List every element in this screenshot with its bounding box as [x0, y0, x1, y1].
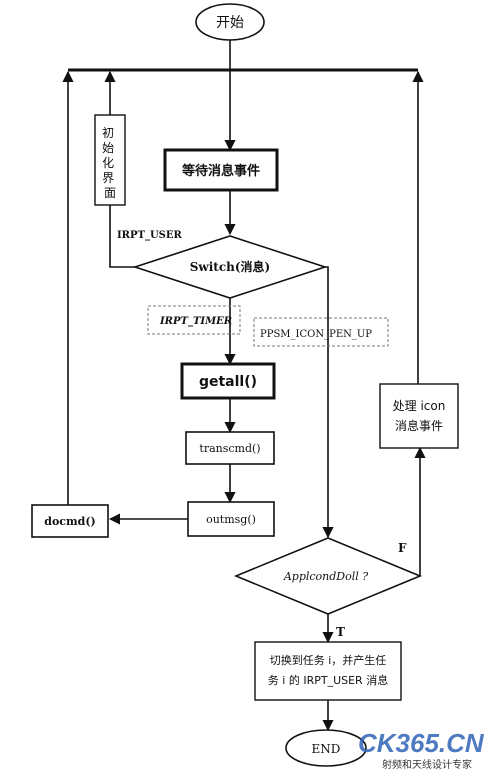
wait-event-label: 等待消息事件 [181, 163, 260, 179]
node-getall: getall() [180, 362, 276, 400]
init-char-5: 面 [104, 186, 116, 200]
init-char-2: 始 [102, 141, 114, 155]
node-start: 开始 [195, 3, 265, 41]
node-decision: ApplcondDoll ? [233, 537, 423, 615]
label-false: F [398, 541, 407, 555]
outmsg-label: outmsg() [206, 513, 256, 526]
decision-label: ApplcondDoll ? [283, 570, 368, 583]
node-init-interface: 初 始 化 界 面 [94, 114, 126, 206]
label-pen-up: PPSM_ICON_PEN_UP [260, 329, 372, 340]
switch-task-line1: 切换到任务 i，并产生任 [270, 653, 387, 667]
switch-label: Switch(消息) [190, 259, 271, 274]
docmd-label: docmd() [44, 515, 95, 528]
node-docmd: docmd() [31, 504, 109, 538]
init-char-4: 界 [102, 171, 114, 185]
node-transcmd: transcmd() [185, 431, 275, 465]
handle-icon-line1: 处理 icon [393, 399, 446, 413]
irpt-timer-frame [147, 305, 241, 335]
label-true: T [336, 625, 345, 639]
node-switch: Switch(消息) [132, 235, 328, 299]
label-frames [147, 305, 389, 347]
watermark-caption: 射频和天线设计专家 [382, 758, 472, 771]
label-irpt-user: IRPT_USER [117, 230, 183, 241]
handle-icon-line2: 消息事件 [395, 418, 443, 433]
getall-label: getall() [199, 374, 257, 390]
node-outmsg: outmsg() [187, 501, 275, 537]
connectors [62, 40, 426, 732]
init-char-3: 化 [102, 156, 114, 170]
start-label: 开始 [216, 15, 244, 31]
watermark-logo: CK365.CN [358, 728, 485, 758]
end-label: END [312, 742, 341, 756]
edge-switch-to-init [109, 205, 135, 268]
edge-switch-to-decision [322, 266, 334, 539]
label-irpt-timer: IRPT_TIMER [159, 316, 232, 327]
init-char-1: 初 [102, 126, 114, 140]
pen-up-frame [253, 317, 389, 347]
transcmd-label: transcmd() [199, 442, 260, 455]
node-wait-event: 等待消息事件 [163, 148, 279, 192]
switch-task-line2: 务 i 的 IRPT_USER 消息 [268, 673, 388, 687]
node-end: END [285, 729, 367, 767]
node-handle-icon: 处理 icon 消息事件 [379, 383, 459, 449]
watermark: CK365.CN 射频和天线设计专家 [358, 728, 485, 771]
svg-text:初 始 化 界: 初 始 化 界 面 [102, 126, 118, 200]
node-switch-task: 切换到任务 i，并产生任 务 i 的 IRPT_USER 消息 [254, 641, 402, 701]
